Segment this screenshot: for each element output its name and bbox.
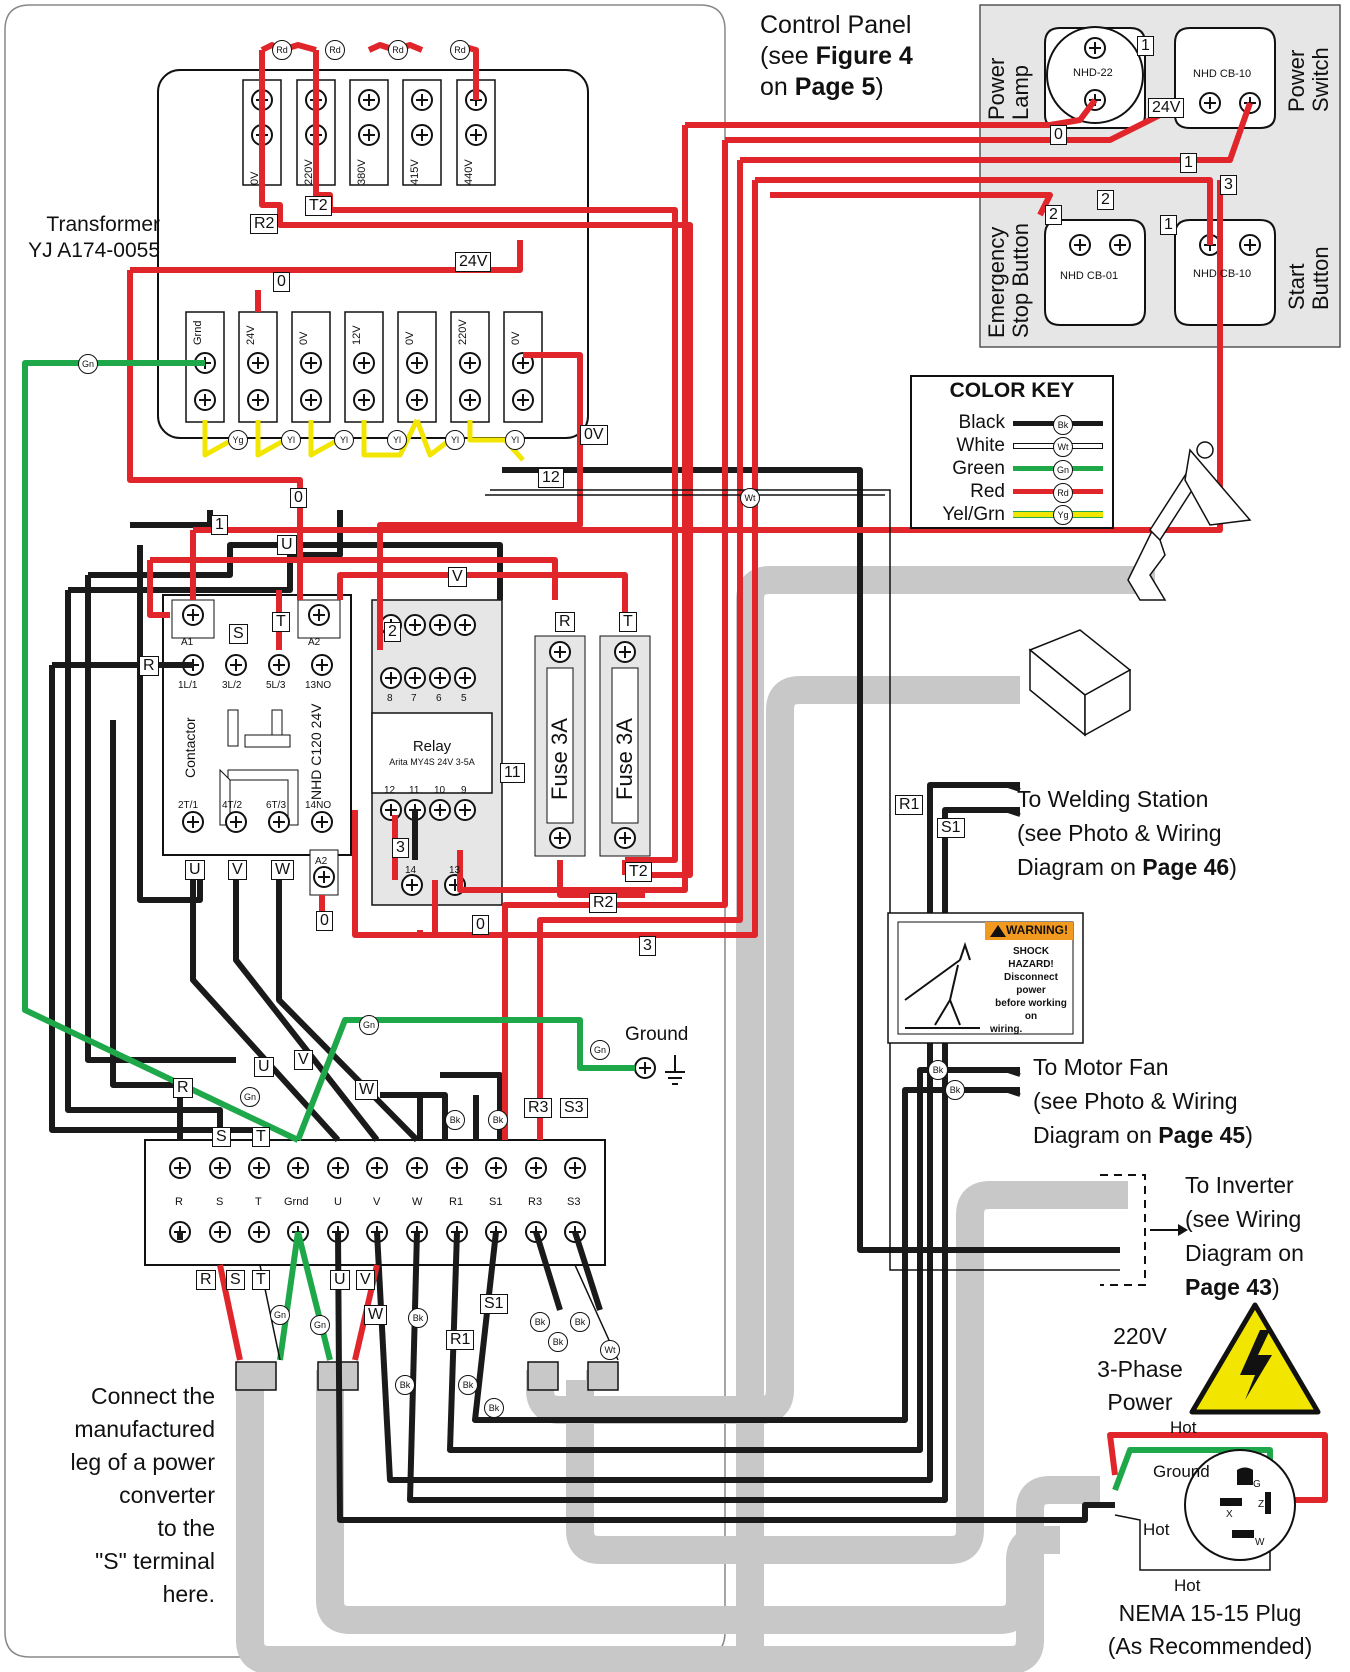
cable-gland-1	[235, 1361, 277, 1391]
conduit-pedal	[526, 676, 1020, 1424]
fuse-holders	[534, 635, 651, 857]
contactor-parts	[171, 599, 341, 896]
estop-body	[1044, 219, 1146, 326]
conduit-power-2	[316, 1370, 1060, 1634]
warning-triangle-icon	[990, 925, 1006, 937]
cable-gland-4	[587, 1361, 619, 1391]
wires-black	[49, 467, 1120, 1523]
transformer-top-terminals	[242, 79, 496, 186]
relay-face	[371, 712, 493, 794]
cable-gland-3	[527, 1361, 559, 1391]
ground-symbol-icon	[665, 1055, 685, 1085]
wires-yellow	[202, 418, 525, 462]
foot-pedal-icon	[1028, 629, 1132, 737]
ground-screw	[634, 1057, 656, 1079]
control-panel-box	[979, 4, 1341, 348]
conduit-inverter	[566, 1181, 1128, 1564]
wires-green	[22, 360, 1273, 1492]
shock-figure-icon	[904, 941, 980, 1029]
power-lamp-face	[1046, 26, 1144, 124]
inverter-bracket	[1100, 1174, 1146, 1286]
transformer-bottom-terminals	[185, 311, 543, 423]
wires-red	[127, 42, 1328, 1503]
lead-terminals	[1004, 783, 1021, 1097]
work-lamp-icon	[1127, 441, 1252, 601]
power-switch-body	[1174, 27, 1276, 129]
start-body	[1174, 219, 1276, 326]
conduit-power	[236, 1370, 1100, 1672]
